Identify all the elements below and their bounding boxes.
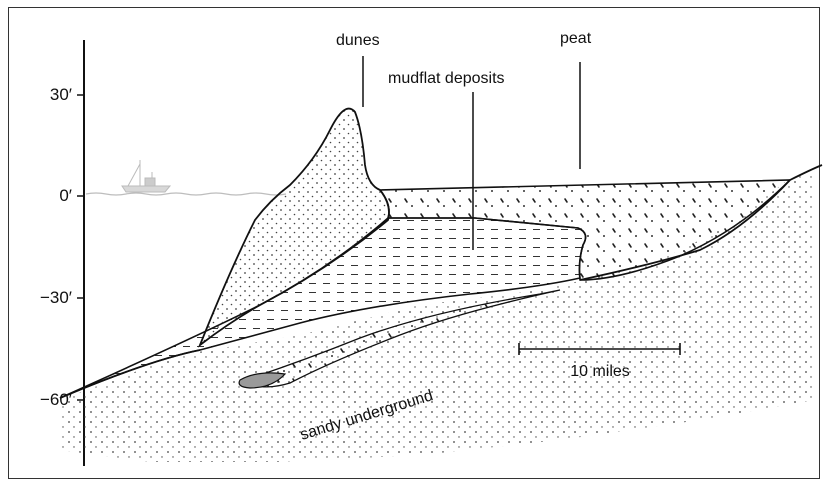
label-mudflat-deposits: mudflat deposits xyxy=(388,70,505,87)
label-peat: peat xyxy=(560,30,592,47)
tick-label-30: 30′ xyxy=(50,85,72,104)
scale-bar-label: 10 miles xyxy=(570,363,630,380)
label-dunes: dunes xyxy=(336,32,380,49)
tick-label-0: 0′ xyxy=(59,186,72,205)
ship-icon xyxy=(122,160,170,192)
sea-surface xyxy=(86,193,286,195)
tick-label-minus-30: −30′ xyxy=(40,288,72,307)
